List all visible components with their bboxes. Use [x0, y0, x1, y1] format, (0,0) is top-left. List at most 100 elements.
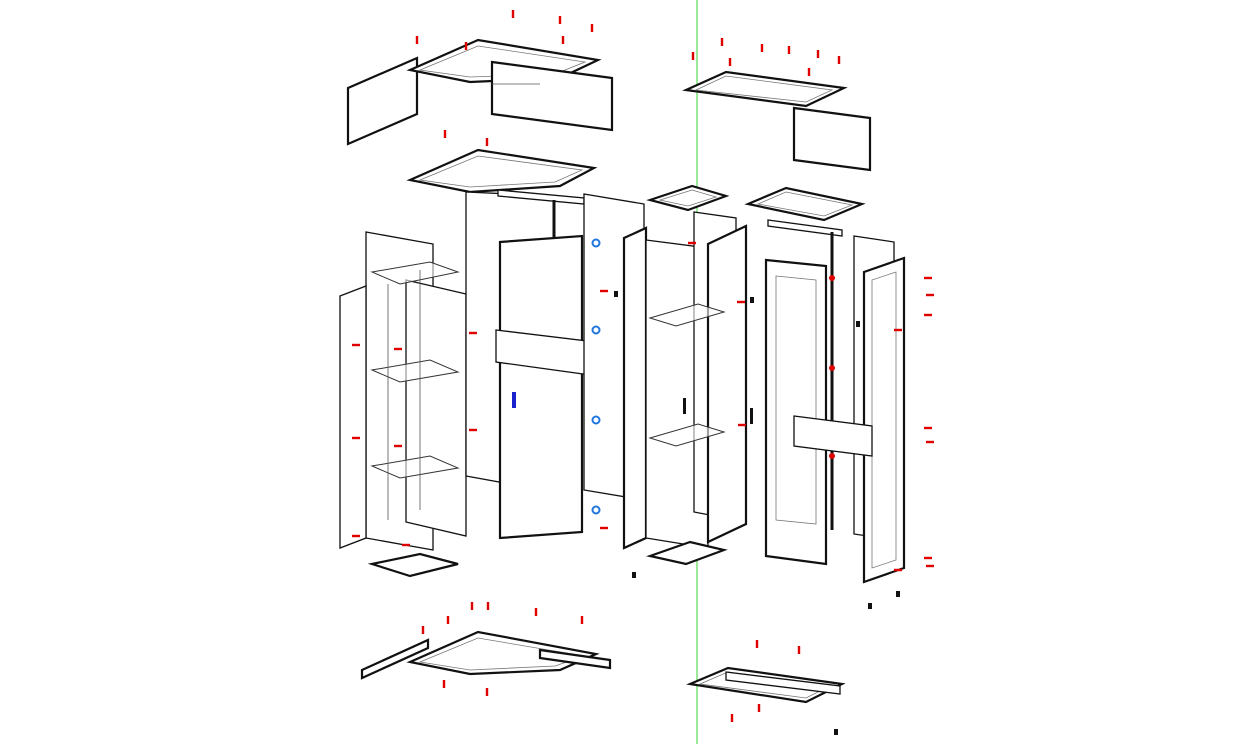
center-narrow-handle-left[interactable] — [683, 398, 686, 414]
hinge-markers — [591, 238, 601, 515]
right-rod-cap-1 — [829, 275, 835, 281]
red-dowel-icon — [894, 328, 902, 332]
left-base-plinth-bar[interactable] — [360, 638, 430, 680]
red-dowel-icon — [469, 331, 477, 335]
cam-lock-icon — [896, 591, 900, 597]
hardware-markers — [614, 291, 900, 735]
red-dowel-icon — [807, 68, 811, 76]
right-cabinet-side[interactable] — [862, 256, 906, 584]
left-cabinet-bottom-plinth[interactable] — [367, 552, 459, 578]
left-base-group — [360, 630, 612, 680]
left-corner-mid-panel[interactable] — [406, 148, 598, 194]
right-cabinet-side-inset — [871, 271, 897, 569]
cam-lock-icon — [834, 729, 838, 735]
red-dowel-icon — [924, 556, 932, 560]
red-dowel-icon — [415, 36, 419, 44]
blue-hinge-icon — [591, 325, 601, 335]
center-narrow-handle-right[interactable] — [750, 408, 753, 424]
red-dowel-icon — [797, 646, 801, 654]
left-base-side-bar[interactable] — [538, 648, 612, 670]
red-dowel-icon — [737, 300, 745, 304]
fastener-markers — [352, 10, 934, 722]
red-dowel-icon — [511, 10, 515, 18]
right-base-plinth[interactable] — [725, 671, 841, 695]
red-dowel-icon — [561, 36, 565, 44]
red-dowel-icon — [443, 130, 447, 138]
red-dowel-icon — [924, 426, 932, 430]
center-narrow-group — [622, 184, 753, 566]
cam-lock-icon — [614, 291, 618, 297]
red-dowel-icon — [600, 289, 608, 293]
red-dowel-icon — [394, 444, 402, 448]
red-dowel-icon — [760, 44, 764, 52]
red-dowel-icon — [590, 24, 594, 32]
center-narrow-shelf-2[interactable] — [648, 423, 726, 447]
center-narrow-shelf-1[interactable] — [648, 303, 726, 327]
left-back-panel-top[interactable] — [346, 56, 419, 146]
center-left-group — [465, 189, 645, 540]
center-narrow-left-side[interactable] — [622, 226, 648, 550]
left-side-panel-top[interactable] — [490, 60, 614, 132]
left-corner-top-inner — [418, 45, 587, 78]
right-rod-cap-3 — [829, 453, 835, 459]
left-corner-mid-inner — [418, 155, 584, 188]
center-left-door[interactable] — [498, 234, 584, 540]
red-dowel-icon — [485, 688, 489, 696]
left-cabinet-shelf-3[interactable] — [370, 455, 460, 479]
right-top-panel[interactable] — [682, 70, 848, 108]
left-cabinet-front-frame[interactable] — [405, 279, 467, 537]
red-dowel-icon — [464, 42, 468, 50]
right-hanging-rail[interactable] — [767, 219, 843, 237]
center-narrow-top[interactable] — [646, 184, 730, 212]
red-dowel-icon — [352, 343, 360, 347]
red-dowel-icon — [352, 436, 360, 440]
red-dowel-icon — [755, 640, 759, 648]
red-dowel-icon — [352, 534, 360, 538]
cam-lock-icon — [868, 603, 872, 609]
red-dowel-icon — [580, 616, 584, 624]
red-dowel-icon — [442, 680, 446, 688]
red-dowel-icon — [534, 608, 538, 616]
red-dowel-icon — [600, 526, 608, 530]
center-narrow-bottom[interactable] — [645, 540, 728, 566]
right-mid-top-inner — [756, 191, 854, 217]
center-narrow-door[interactable] — [706, 224, 748, 544]
right-cabinet-group — [764, 219, 906, 584]
red-dowel-icon — [469, 428, 477, 432]
right-cabinet-door-inset — [775, 275, 817, 525]
red-dowel-icon — [728, 58, 732, 66]
cam-lock-icon — [632, 572, 636, 578]
red-dowel-icon — [926, 293, 934, 297]
right-back-panel-top[interactable] — [792, 106, 872, 172]
left-cabinet-shelf-1[interactable] — [370, 261, 460, 285]
red-dowel-icon — [757, 704, 761, 712]
blue-hinge-icon — [591, 238, 601, 248]
red-dowel-icon — [816, 50, 820, 58]
red-dowel-icon — [924, 313, 932, 317]
red-dowel-icon — [470, 602, 474, 610]
left-cabinet-shelf-2[interactable] — [370, 359, 460, 383]
red-dowel-icon — [837, 56, 841, 64]
center-left-door-handle[interactable] — [512, 392, 516, 408]
cam-lock-icon — [856, 321, 860, 327]
red-dowel-icon — [926, 564, 934, 568]
red-dowel-icon — [558, 16, 562, 24]
blue-hinge-icon — [591, 505, 601, 515]
left-cabinet-group — [339, 231, 467, 578]
center-narrow-top-inner — [658, 189, 718, 207]
right-cabinet-door[interactable] — [764, 258, 828, 566]
red-dowel-icon — [926, 440, 934, 444]
blue-hinge-icon — [591, 415, 601, 425]
red-dowel-icon — [688, 241, 696, 245]
red-dowel-icon — [924, 276, 932, 280]
right-crossbar-panel[interactable] — [793, 415, 873, 457]
red-dowel-icon — [446, 616, 450, 624]
red-dowel-icon — [421, 626, 425, 634]
left-cabinet-side-panel[interactable] — [339, 285, 367, 549]
red-dowel-icon — [394, 347, 402, 351]
red-dowel-icon — [894, 568, 902, 572]
red-dowel-icon — [485, 138, 489, 146]
red-dowel-icon — [691, 52, 695, 60]
cam-lock-icon — [750, 297, 754, 303]
